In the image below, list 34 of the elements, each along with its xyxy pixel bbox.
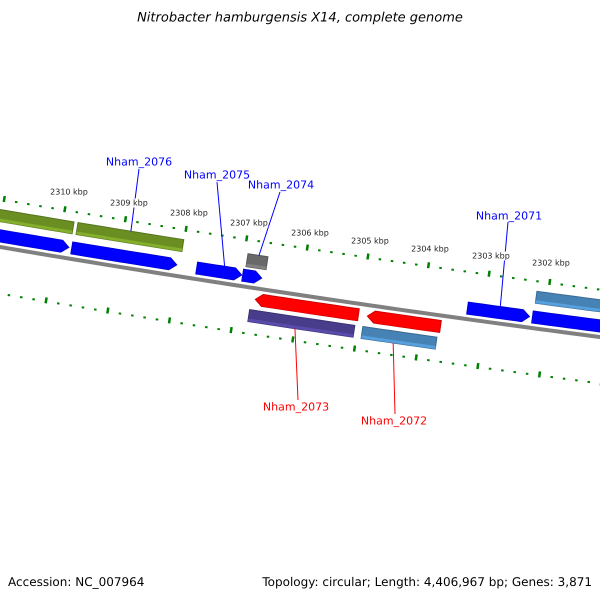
gene-label: Nham_2071 <box>476 210 542 222</box>
scale-label: 2302 kbp <box>532 258 570 268</box>
scale-label: 2307 kbp <box>230 218 268 228</box>
gene-feature <box>241 268 262 284</box>
gene-feature <box>254 294 360 322</box>
scale-label: 2308 kbp <box>170 208 208 218</box>
scale-label: 2310 kbp <box>50 188 88 196</box>
gene-feature <box>366 310 442 334</box>
leader-line <box>294 328 298 400</box>
gene-feature <box>195 262 242 280</box>
gene-label: Nham_2073 <box>262 400 330 414</box>
gene-label: Nham_2072 <box>360 414 428 428</box>
leader-line <box>258 192 280 256</box>
leader-line <box>130 168 140 232</box>
leader-line <box>216 182 226 267</box>
gene-label: Nham_2074 <box>248 178 314 192</box>
scale-label: 2306 kbp <box>291 228 329 238</box>
leader-line <box>392 342 396 414</box>
scale-label: 2309 kbp <box>110 198 148 208</box>
gene-feature <box>0 206 75 234</box>
leader-line <box>500 222 508 308</box>
scale-label: 2305 kbp <box>351 236 389 246</box>
gene-feature <box>531 310 600 333</box>
scale-label: 2304 kbp <box>411 244 449 254</box>
gene-feature <box>534 290 600 314</box>
gene-feature <box>70 241 178 270</box>
gene-label: Nham_2076 <box>106 156 172 168</box>
scale-label: 2303 kbp <box>472 252 510 260</box>
gene-label: Nham_2075 <box>184 168 250 182</box>
info-text: Topology: circular; Length: 4,406,967 bp; Genes: 3,871 <box>262 575 592 589</box>
gene-feature <box>466 302 530 322</box>
info-text: Accession: NC_007964 <box>8 575 144 589</box>
title: Nitrobacter hamburgensis X14, complete genome <box>137 10 463 26</box>
gene-feature <box>245 253 269 270</box>
